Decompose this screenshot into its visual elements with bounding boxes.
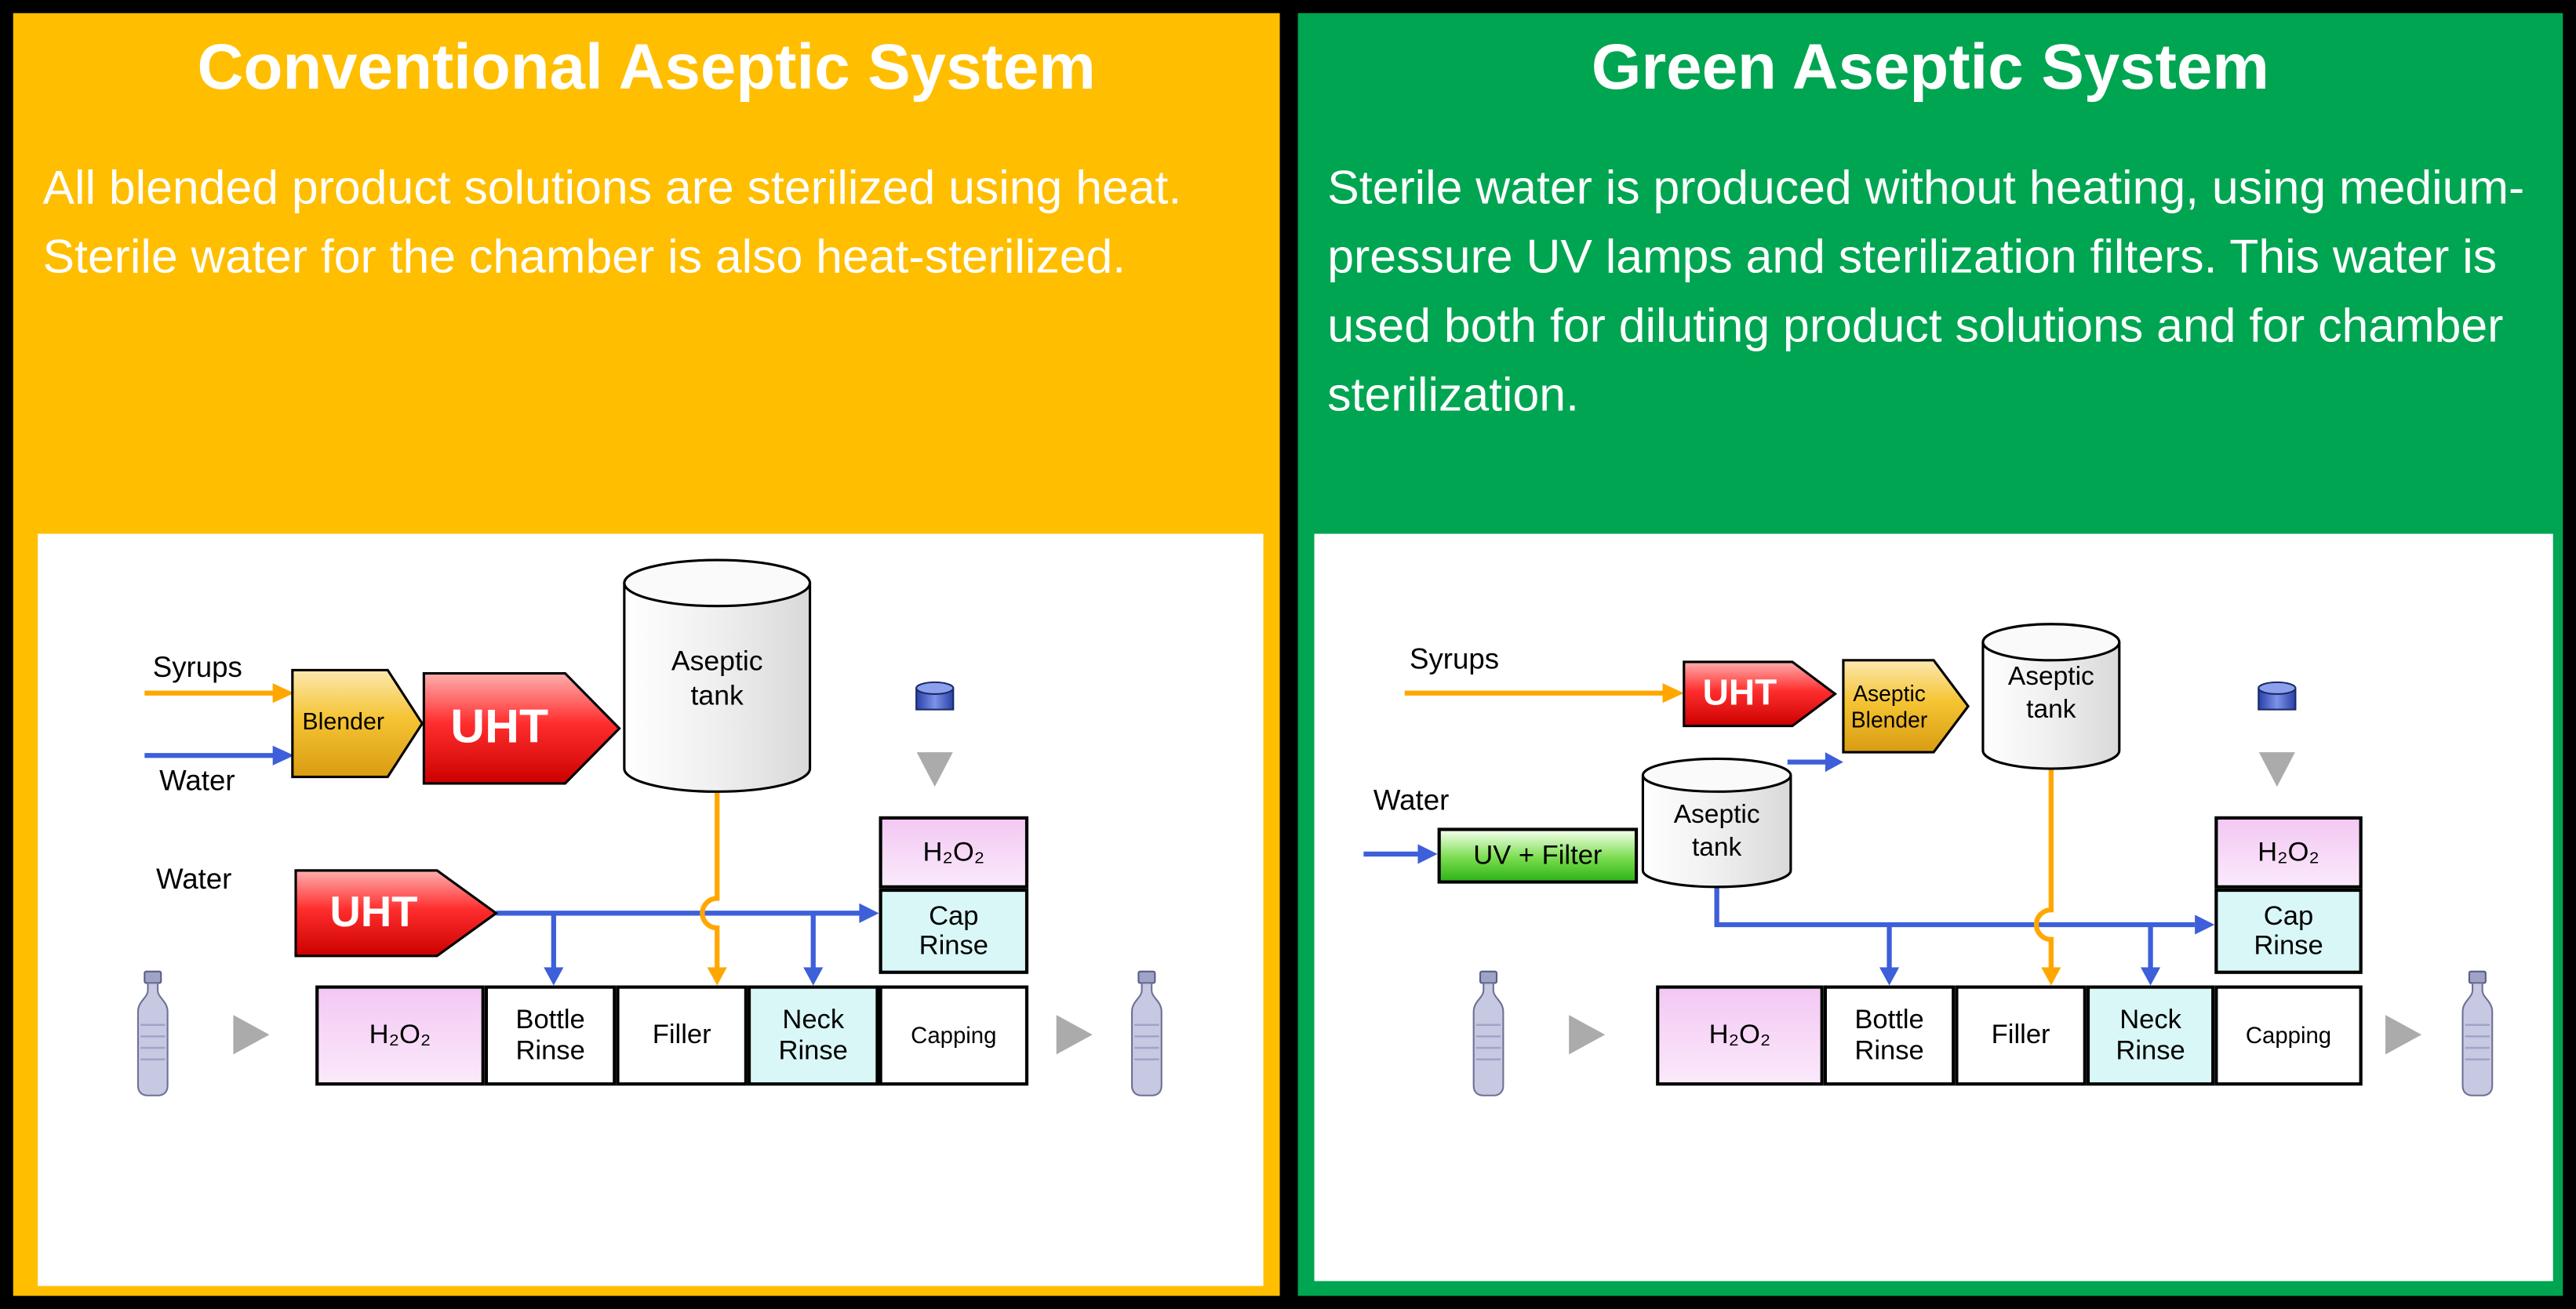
right-aseptic-blender-label: Aseptic Blender (1850, 681, 1928, 733)
left-process-neck-rinse-box: Neck Rinse (747, 985, 879, 1086)
right-tank-to-blender-arrow (1787, 752, 1843, 773)
right-water-inlet-arrow (1363, 844, 1438, 864)
right-flow-in-arrow-icon (1569, 1015, 1606, 1055)
right-cap-h2o2-box: H₂O₂ (2214, 816, 2363, 889)
left-sterile-water-line (496, 903, 879, 986)
left-water-inlet-arrow (144, 745, 294, 765)
right-diagram-graphics (1363, 623, 2494, 1097)
left-uht-bottom-label: UHT (329, 887, 418, 936)
right-syrups-label: Syrups (1409, 642, 1500, 675)
right-process-neck-rinse-box: Neck Rinse (2086, 985, 2215, 1086)
right-aseptic-tank-top-label: Aseptic tank (2007, 664, 2094, 725)
right-product-line (2033, 765, 2061, 986)
left-process-h2o2-box: H₂O₂ (315, 985, 485, 1086)
panel-conventional: Conventional Aseptic System All blended … (13, 13, 1280, 1296)
left-bottle-out-icon (1130, 970, 1162, 1097)
left-flow-out-arrow-icon (1056, 1015, 1093, 1055)
left-bottle-in-icon (136, 970, 169, 1097)
right-aseptic-blender-shape (1842, 659, 1970, 754)
left-aseptic-tank-shape (623, 558, 812, 793)
right-aseptic-tank-mid-shape (1641, 757, 1792, 889)
right-cap-drop-arrow-icon (2258, 752, 2295, 787)
right-title: Green Aseptic System (1591, 32, 2269, 104)
left-process-filler-box: Filler (616, 985, 748, 1086)
left-cap-icon (915, 681, 955, 711)
left-water-top-label: Water (159, 763, 235, 797)
right-uht-label: UHT (1702, 671, 1777, 714)
left-product-line (700, 788, 727, 986)
left-water-bottom-label: Water (155, 862, 232, 896)
right-syrup-inlet-arrow (1404, 683, 1684, 704)
left-uht-top-label: UHT (450, 700, 549, 754)
left-cap-h2o2-box: H₂O₂ (879, 816, 1029, 889)
right-process-filler-box: Filler (1955, 985, 2087, 1086)
left-blender-label: Blender (302, 708, 385, 736)
left-diagram-graphics (136, 558, 1162, 1097)
right-aseptic-tank-mid-label: Aseptic tank (1673, 802, 1760, 863)
left-uht-bottom-shape (294, 869, 499, 958)
left-diagram-card: Syrups Water Blender UHT Aseptic tank Wa… (38, 533, 1264, 1286)
left-process-capping-box: Capping (879, 985, 1029, 1086)
right-diagram-card: Syrups UHT Aseptic Blender Aseptic tank … (1314, 533, 2553, 1282)
panel-green: Green Aseptic System Sterile water is pr… (1297, 13, 2563, 1296)
right-cap-icon (2258, 681, 2297, 711)
right-flow-out-arrow-icon (2385, 1015, 2422, 1055)
left-cap-rinse-box: Cap Rinse (879, 888, 1029, 974)
left-aseptic-tank-label: Aseptic tank (671, 645, 763, 711)
right-uht-shape (1683, 660, 1838, 728)
right-uv-filter-box: UV + Filter (1437, 827, 1639, 884)
right-sterile-water-line (1714, 883, 2215, 986)
right-bottle-in-icon (1472, 970, 1504, 1097)
left-title: Conventional Aseptic System (197, 32, 1096, 104)
left-blender-shape (291, 668, 424, 779)
left-description: All blended product solutions are steril… (42, 162, 1182, 285)
left-uht-top-shape (422, 672, 621, 785)
right-process-bottle-rinse-box: Bottle Rinse (1823, 985, 1956, 1086)
right-process-h2o2-box: H₂O₂ (1656, 985, 1824, 1086)
right-cap-rinse-box: Cap Rinse (2214, 888, 2363, 974)
left-syrup-inlet-arrow (144, 683, 294, 704)
left-syrups-label: Syrups (152, 650, 242, 684)
left-cap-drop-arrow-icon (916, 752, 953, 787)
left-flow-in-arrow-icon (233, 1015, 270, 1055)
right-process-capping-box: Capping (2214, 985, 2363, 1086)
left-process-bottle-rinse-box: Bottle Rinse (484, 985, 617, 1086)
right-water-label: Water (1373, 783, 1450, 816)
right-aseptic-tank-top-shape (1981, 623, 2121, 770)
right-bottle-out-icon (2461, 970, 2494, 1097)
right-description: Sterile water is produced without heatin… (1327, 162, 2525, 423)
